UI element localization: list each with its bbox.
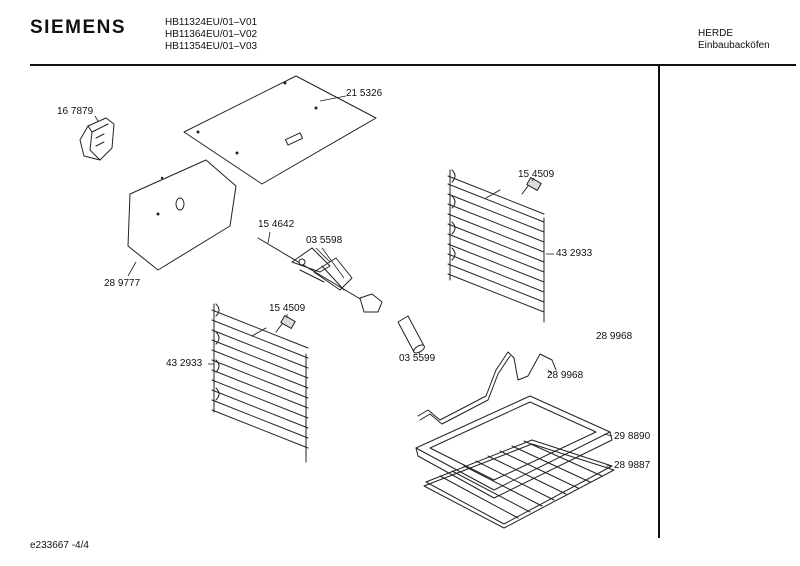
part-number-215326: 21 5326 (346, 88, 383, 99)
part-number-289887: 28 9887 (614, 460, 651, 471)
right-column-divider (658, 65, 660, 538)
wire-grid-rack-drawing (423, 439, 615, 529)
top-cover-plate-drawing (183, 75, 377, 185)
part-number-289968-b: 28 9968 (547, 370, 584, 381)
model-number-1: HB11324EU/01–V01 (165, 17, 258, 28)
part-number-289777: 28 9777 (104, 278, 141, 289)
clip-16-7879-drawing (79, 115, 115, 161)
part-number-154509-left: 15 4509 (269, 303, 306, 314)
shelf-rack-right-drawing (447, 169, 554, 323)
shelf-rack-left-drawing (208, 303, 309, 463)
part-number-432933-left: 43 2933 (166, 358, 203, 369)
screw-left-drawing (275, 314, 296, 333)
document-id: e233667 -4/4 (30, 540, 89, 551)
category-line-2: Einbaubacköfen (698, 40, 770, 51)
brand-logo: SIEMENS (30, 17, 127, 38)
part-number-035599: 03 5599 (399, 353, 436, 364)
category-line-1: HERDE (698, 28, 734, 39)
side-panel-drawing (127, 159, 237, 277)
screw-right-drawing (521, 176, 542, 195)
wire-runner-drawing (417, 351, 557, 425)
part-number-432933-right: 43 2933 (556, 248, 593, 259)
model-number-3: HB11354EU/01–V03 (165, 41, 258, 52)
header-divider (30, 64, 796, 66)
rotisserie-spit-drawing (257, 231, 383, 313)
part-number-298890: 29 8890 (614, 431, 651, 442)
handle-tube-drawing (397, 315, 425, 355)
part-number-035598: 03 5598 (306, 235, 343, 246)
part-number-154509-top: 15 4509 (518, 169, 555, 180)
part-number-154642: 15 4642 (258, 219, 295, 230)
model-number-2: HB11364EU/01–V02 (165, 29, 258, 40)
part-number-167879: 16 7879 (57, 106, 94, 117)
part-number-289968-a: 28 9968 (596, 331, 633, 342)
